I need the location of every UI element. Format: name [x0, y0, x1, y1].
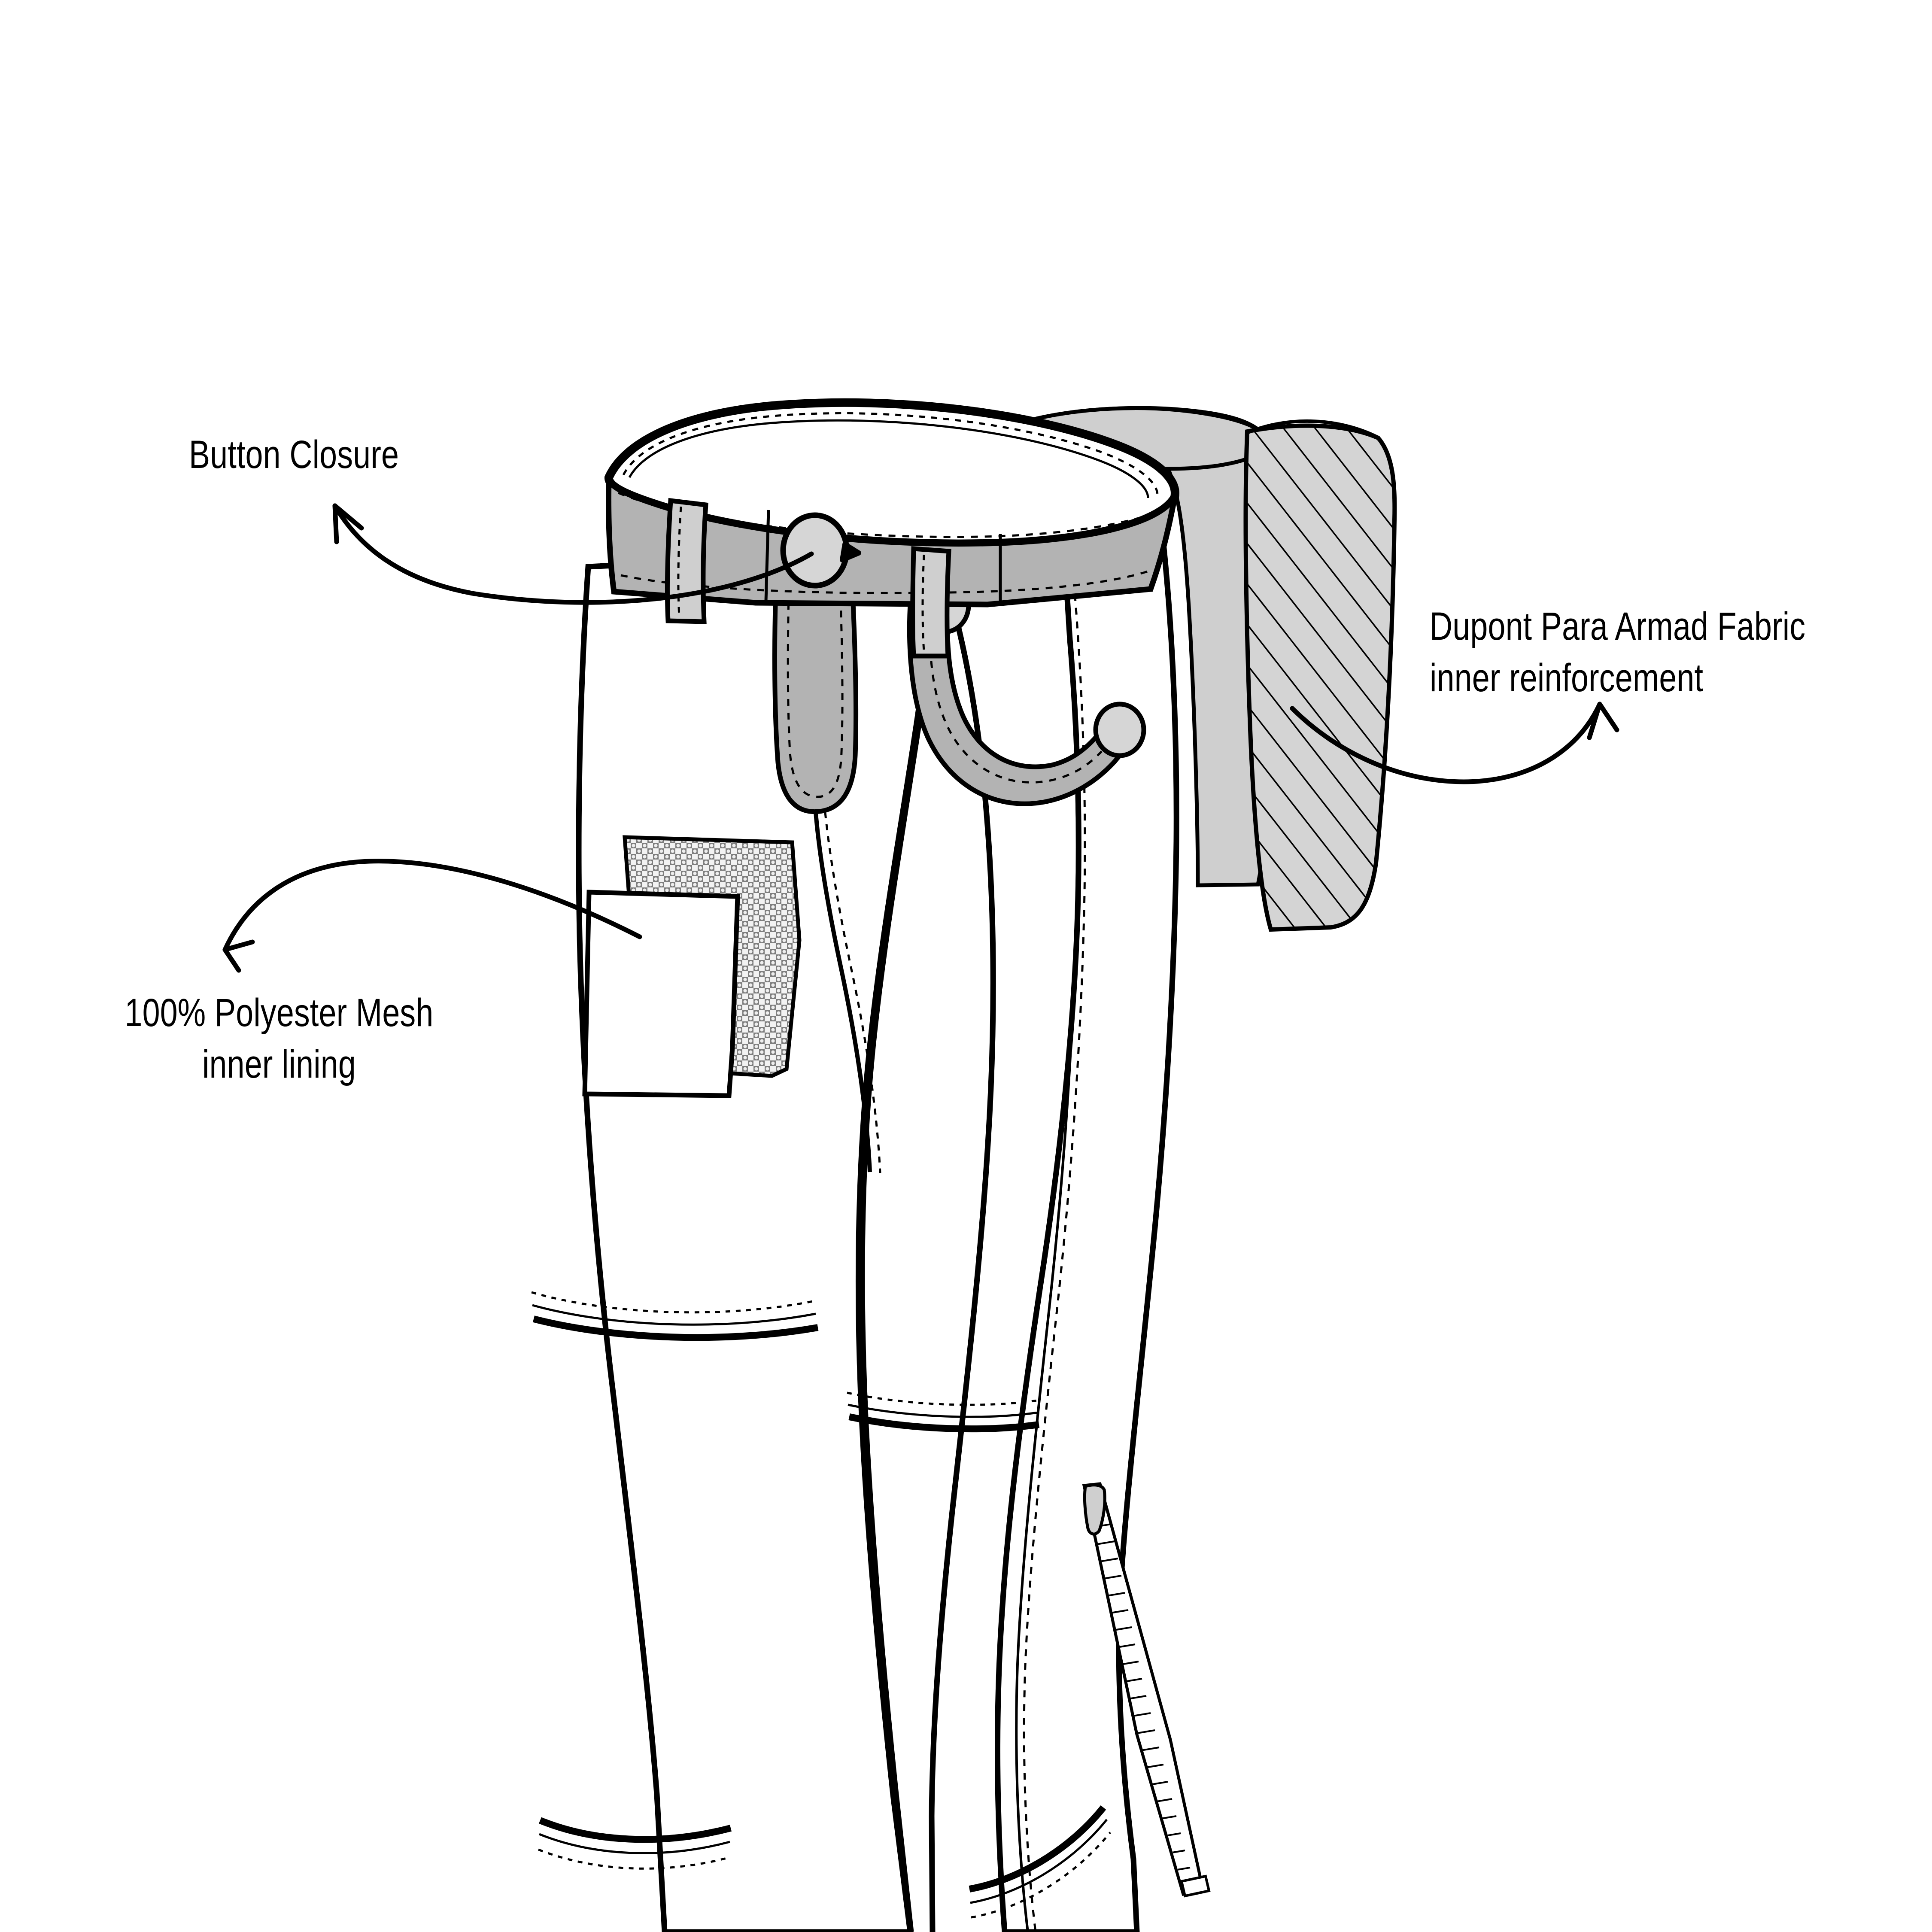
knee-panel-seam-front-inner	[532, 1304, 816, 1326]
lining-patch	[582, 890, 740, 1098]
pocket-welt	[907, 578, 1135, 806]
arrowhead-mesh	[222, 939, 255, 973]
lower-panel-seam-back-stitch	[971, 1832, 1111, 1919]
hatched-fill-area	[1245, 425, 1395, 930]
hatched-panel-outline	[1243, 423, 1397, 932]
hatched-panel-top-edge	[1246, 419, 1380, 440]
belt-loop-left-stitch	[677, 506, 682, 617]
callout-polyester-mesh: 100% Polyester Mesh inner lining	[125, 991, 434, 1086]
lower-panel-seam-back	[969, 1805, 1106, 1893]
lower-panel-seam-front	[538, 1817, 732, 1843]
lower-panel-seam-front-stitch	[538, 1848, 730, 1870]
fly-placket-stitch	[787, 575, 844, 798]
fly-tail-stitch	[824, 812, 881, 1173]
leader-mesh	[222, 859, 642, 952]
waistband-opening-stitch	[622, 412, 1159, 497]
side-seam-stitch	[1023, 566, 1086, 1932]
belt-loop-left	[665, 498, 708, 624]
leader-lines	[222, 503, 1619, 973]
arrowhead-dupont	[1587, 702, 1619, 740]
arrowhead-button-closure	[332, 503, 364, 544]
side-zipper	[1082, 1482, 1211, 1898]
knee-panel-seam-back-stitch	[847, 1391, 1038, 1406]
waistband-button	[780, 512, 850, 589]
lower-panel-seam-back-inner	[970, 1819, 1108, 1904]
lower-panel-seam-front-inner	[539, 1833, 730, 1854]
fly-placket	[772, 573, 859, 814]
leader-dupont	[1290, 702, 1602, 784]
waistband-group	[605, 398, 1179, 659]
belt-loop-right	[910, 546, 951, 659]
knee-panel-seam-back-inner	[848, 1403, 1039, 1418]
waistband-seam-left	[764, 510, 770, 601]
fly-placket-group	[772, 573, 881, 1173]
callout-dupont-fabric: Dupont Para Armad Fabric inner reinforce…	[1430, 605, 1806, 700]
zipper-stop	[1180, 1874, 1211, 1898]
buttonhole-tab	[840, 542, 861, 562]
panel-seams	[531, 1291, 1111, 1919]
fly-tail-seam	[814, 812, 872, 1173]
callout-button-closure: Button Closure	[189, 433, 399, 477]
knee-panel-seam-back	[848, 1413, 1040, 1433]
knee-panel-seam-front	[533, 1315, 819, 1341]
rivet-lower	[1093, 702, 1146, 758]
zipper-pull	[1083, 1483, 1106, 1536]
belt-loop-right-stitch	[921, 554, 925, 652]
waistband-opening-edge	[628, 419, 1149, 498]
leader-button-closure	[332, 503, 814, 605]
mesh-swatch-group	[582, 835, 802, 1098]
inseam-front	[929, 550, 996, 1932]
